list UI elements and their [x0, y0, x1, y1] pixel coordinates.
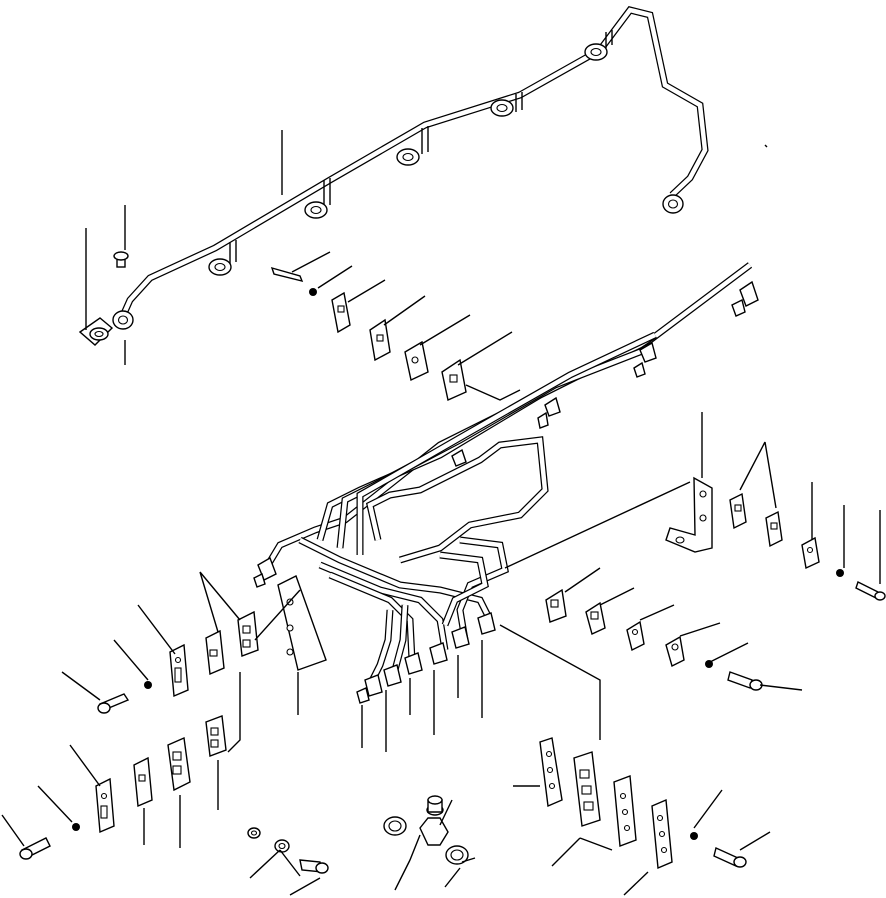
return-fuel-line: [78, 6, 709, 365]
return-line-end-fitting: [78, 251, 129, 346]
stray-mark: [764, 144, 768, 148]
injection-tube-9: [456, 536, 509, 641]
injection-tube-6: [298, 536, 494, 622]
injection-tube-5: [365, 436, 549, 564]
left-bracket-clamp-set: [61, 571, 327, 753]
upper-clamp-set: [270, 251, 521, 401]
right-bracket-clamp-set: [504, 412, 886, 601]
injection-tube-12: [391, 604, 409, 671]
return-line-banjo-stubs: [112, 30, 684, 330]
lower-left-clamp-set: [1, 715, 227, 860]
washer-and-bolt-set: [247, 827, 329, 896]
banjo-fitting: [383, 795, 476, 891]
injection-tube-8: [328, 571, 416, 661]
fuel-injection-lines-bundle: [253, 262, 759, 752]
injection-tube-7: [318, 561, 449, 651]
lower-right-clamp-set: [499, 624, 771, 896]
injection-nozzle-nuts: [253, 280, 759, 704]
injection-tube-4: [356, 331, 657, 555]
center-clamp-set: [545, 567, 803, 691]
injection-tube-10: [439, 551, 489, 627]
injection-tube-11: [366, 609, 394, 687]
